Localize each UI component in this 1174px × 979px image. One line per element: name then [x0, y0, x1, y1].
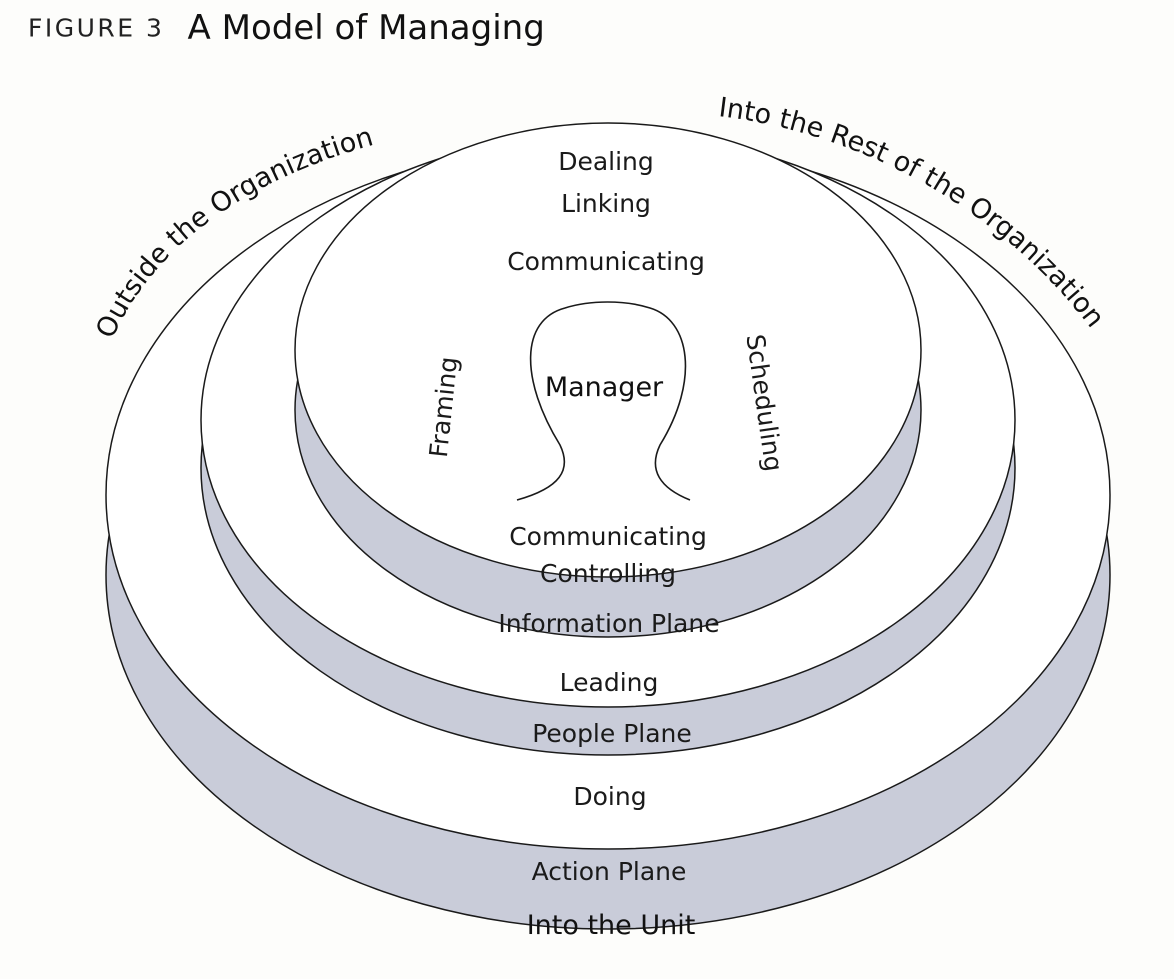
figure-header: FIGURE 3 A Model of Managing	[28, 8, 545, 48]
figure-title: A Model of Managing	[187, 8, 545, 48]
information-plane-label: Information Plane	[498, 609, 719, 638]
communicating-top-label: Communicating	[507, 247, 705, 276]
controlling-label: Controlling	[540, 559, 676, 588]
figure-label: FIGURE 3	[28, 13, 165, 43]
information-plane-surface	[294, 122, 922, 578]
communicating-bottom-label: Communicating	[509, 522, 707, 551]
leading-label: Leading	[560, 668, 659, 697]
people-plane-label: People Plane	[532, 719, 692, 748]
action-plane-label: Action Plane	[532, 857, 687, 886]
manager-head-icon	[516, 301, 691, 501]
dealing-label: Dealing	[558, 147, 654, 176]
manager-label: Manager	[545, 372, 664, 403]
doing-label: Doing	[573, 782, 646, 811]
linking-label: Linking	[561, 189, 651, 218]
into-the-unit-label: Into the Unit	[527, 910, 696, 941]
